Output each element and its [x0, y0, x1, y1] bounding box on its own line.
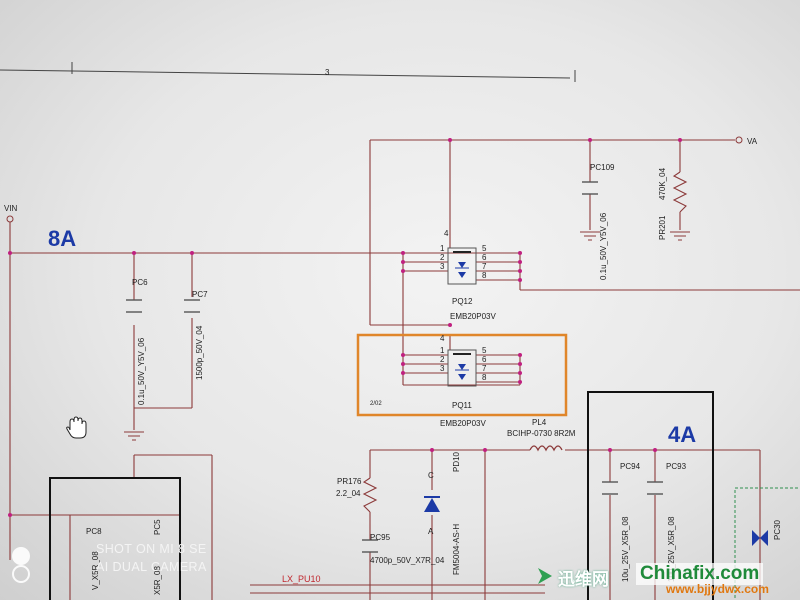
ground-symbol — [670, 231, 690, 241]
lens-ring-icon — [12, 565, 30, 584]
current-label-4a: 4A — [668, 422, 696, 447]
pq12-pin8: 8 — [482, 271, 487, 280]
camera-line-1: SHOT ON MI 8 SE — [96, 542, 207, 556]
capacitor-pc94 — [602, 481, 618, 495]
mosfet-pq11 — [447, 349, 477, 387]
mosfet-pq12 — [447, 247, 477, 285]
pq12-pin1: 1 — [440, 244, 445, 253]
pq12-pin3: 3 — [440, 262, 445, 271]
site-name-cn: 迅维网 — [558, 570, 609, 589]
pc30-ref: PC30 — [773, 519, 782, 540]
pc5-value: X5R_08 — [153, 566, 162, 595]
pd10-part: FM5004-AS-H — [452, 524, 461, 575]
pc94-ref: PC94 — [620, 462, 641, 471]
wires — [9, 139, 800, 600]
pq11-ref: PQ11 — [452, 401, 472, 410]
pr176-value: 2.2_04 — [336, 489, 361, 498]
ic-outline-right — [587, 391, 714, 600]
pc7-ref: PC7 — [192, 290, 208, 299]
site-name-en: Chinafix.com — [636, 563, 764, 585]
pr176-ref: PR176 — [337, 477, 362, 486]
pq11-pin8: 8 — [482, 373, 487, 382]
diode-pd10 — [424, 496, 440, 512]
pc93-value: 10u_25V_X5R_08 — [667, 516, 676, 582]
site-watermark: 迅维网 Chinafix.com www.bjjydwx.com — [536, 562, 800, 600]
pc94-value: 10u_25V_X5R_08 — [621, 516, 630, 582]
pd10-ref: PD10 — [452, 451, 461, 472]
vin-port — [6, 215, 14, 223]
pc95-value: 4700p_50V_X7R_04 — [370, 556, 445, 565]
resistor-pr176 — [362, 477, 378, 513]
capacitor-pc95 — [362, 539, 378, 553]
pq11-pin3: 3 — [440, 364, 445, 373]
pc109-ref: PC109 — [590, 163, 615, 172]
inductor-pl4 — [529, 445, 563, 452]
pc7-value: 1500p_50V_04 — [195, 325, 204, 380]
capacitor-pc7 — [184, 299, 200, 313]
pc93-ref: PC93 — [666, 462, 687, 471]
pc6-value: 0.1u_50V_Y5V_06 — [137, 337, 146, 405]
va-label: VA — [747, 137, 758, 146]
hand-cursor-icon[interactable] — [66, 416, 87, 439]
pc109-value: 0.1u_50V_Y5V_06 — [599, 212, 608, 280]
pin-dots — [8, 138, 682, 517]
pc6-ref: PC6 — [132, 278, 148, 287]
bowtie-symbol — [752, 530, 768, 546]
sheet-frame — [0, 62, 576, 82]
pq11-gate-pin: 4 — [440, 334, 445, 343]
pq11-pin5: 5 — [482, 346, 487, 355]
camera-logo-icon — [12, 546, 35, 584]
pc8-value: V_X5R_08 — [91, 551, 100, 590]
pr201-value: 470K_04 — [658, 167, 667, 200]
highlight-box — [356, 333, 568, 417]
resistor-pr201 — [672, 171, 688, 213]
lens-dot-icon — [12, 546, 30, 565]
pq12-part: EMB20P03V — [450, 312, 496, 321]
pq12-pin7: 7 — [482, 262, 487, 271]
pc5-ref: PC5 — [153, 519, 162, 535]
pc8-ref: PC8 — [86, 527, 102, 536]
pl4-ref: PL4 — [532, 418, 547, 427]
pq11-pin2: 2 — [440, 355, 445, 364]
pq11-pin7: 7 — [482, 364, 487, 373]
lx-net-label: LX_PU10 — [282, 574, 321, 584]
highlight-tag: 2/02 — [370, 401, 382, 407]
capacitor-pc109 — [582, 181, 598, 195]
pr201-ref: PR201 — [658, 215, 667, 240]
pq11-pin1: 1 — [440, 346, 445, 355]
site-url: www.bjjydwx.com — [666, 582, 769, 596]
site-logo-icon — [538, 568, 552, 584]
pq12-pin2: 2 — [440, 253, 445, 262]
pq12-pin6: 6 — [482, 253, 487, 262]
sheet-ref-number: 3 — [325, 68, 330, 77]
camera-line-2: AI DUAL CAMERA — [96, 560, 207, 574]
pd10-cathode: C — [428, 471, 434, 480]
pq11-pin6: 6 — [482, 355, 487, 364]
ground-symbol — [580, 231, 600, 241]
va-port — [735, 136, 743, 144]
capacitor-pc93 — [647, 481, 663, 495]
current-label-8a: 8A — [48, 226, 76, 251]
pq12-ref: PQ12 — [452, 297, 473, 306]
pc95-ref: PC95 — [370, 533, 391, 542]
pq12-gate-pin: 4 — [444, 229, 449, 238]
capacitor-pc6 — [126, 299, 142, 313]
pl4-part: BCIHP-0730 8R2M — [507, 429, 576, 438]
pq11-part: EMB20P03V — [440, 419, 486, 428]
ground-symbol — [124, 431, 144, 441]
dashed-region — [734, 487, 800, 600]
pd10-anode: A — [428, 527, 434, 536]
vin-label: VIN — [4, 204, 18, 213]
pq12-pin5: 5 — [482, 244, 487, 253]
ic-outline-left — [49, 477, 181, 600]
